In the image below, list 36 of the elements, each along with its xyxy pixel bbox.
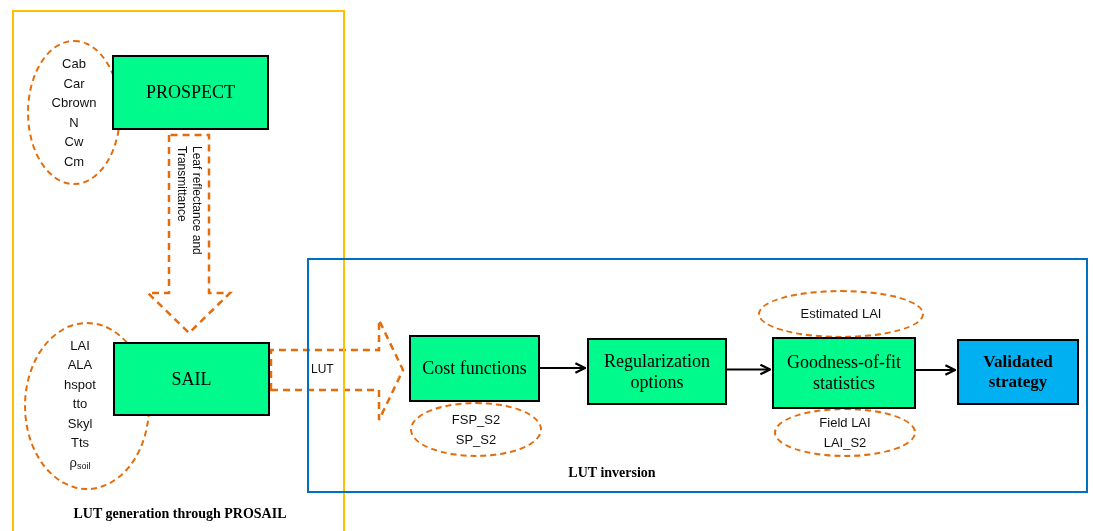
parameter-label: SP_S2 <box>455 430 497 449</box>
parameter-label: Cbrown <box>51 94 97 112</box>
parameter-label: LAI <box>70 336 90 355</box>
box-label: SAIL <box>170 368 213 390</box>
box-label: PROSPECT <box>144 82 236 103</box>
parameter-label: ALA <box>67 356 93 375</box>
process-box <box>957 339 1079 405</box>
parameter-label: ρ$_{soil}$ <box>69 453 91 473</box>
process-box <box>113 342 270 416</box>
process-box <box>409 335 540 402</box>
parameter-label: tto <box>72 395 88 414</box>
parameter-label: Cw <box>64 133 84 151</box>
box-label: Cost functions <box>421 358 528 379</box>
process-box <box>772 337 916 409</box>
box-label: Validated strategy <box>982 352 1054 392</box>
process-box <box>112 55 269 130</box>
parameter-label: Estimated LAI <box>800 305 882 324</box>
dashed-ellipse <box>410 402 542 457</box>
group-frame <box>307 258 1088 493</box>
block-arrow <box>269 318 405 422</box>
box-label: Regularization options <box>603 350 711 393</box>
parameter-label: Car <box>63 74 85 93</box>
parameter-label: N <box>69 113 79 132</box>
parameter-label: Skyl <box>67 414 93 433</box>
parameter-label: FSP_S2 <box>451 411 501 429</box>
parameter-label: Tts <box>70 434 90 453</box>
parameter-label: Field LAI <box>819 414 871 432</box>
parameter-label: hspot <box>64 375 96 394</box>
process-box <box>587 338 727 405</box>
parameter-label: Cm <box>63 152 85 171</box>
frame-title: LUT inversion <box>568 465 656 481</box>
dashed-ellipse <box>774 408 916 457</box>
parameter-label: Cab <box>62 55 86 73</box>
parameter-label: LAI_S2 <box>823 433 867 452</box>
box-label: Goodness-of-fit statistics <box>786 352 902 394</box>
frame-title: LUT generation through PROSAIL <box>73 506 287 522</box>
